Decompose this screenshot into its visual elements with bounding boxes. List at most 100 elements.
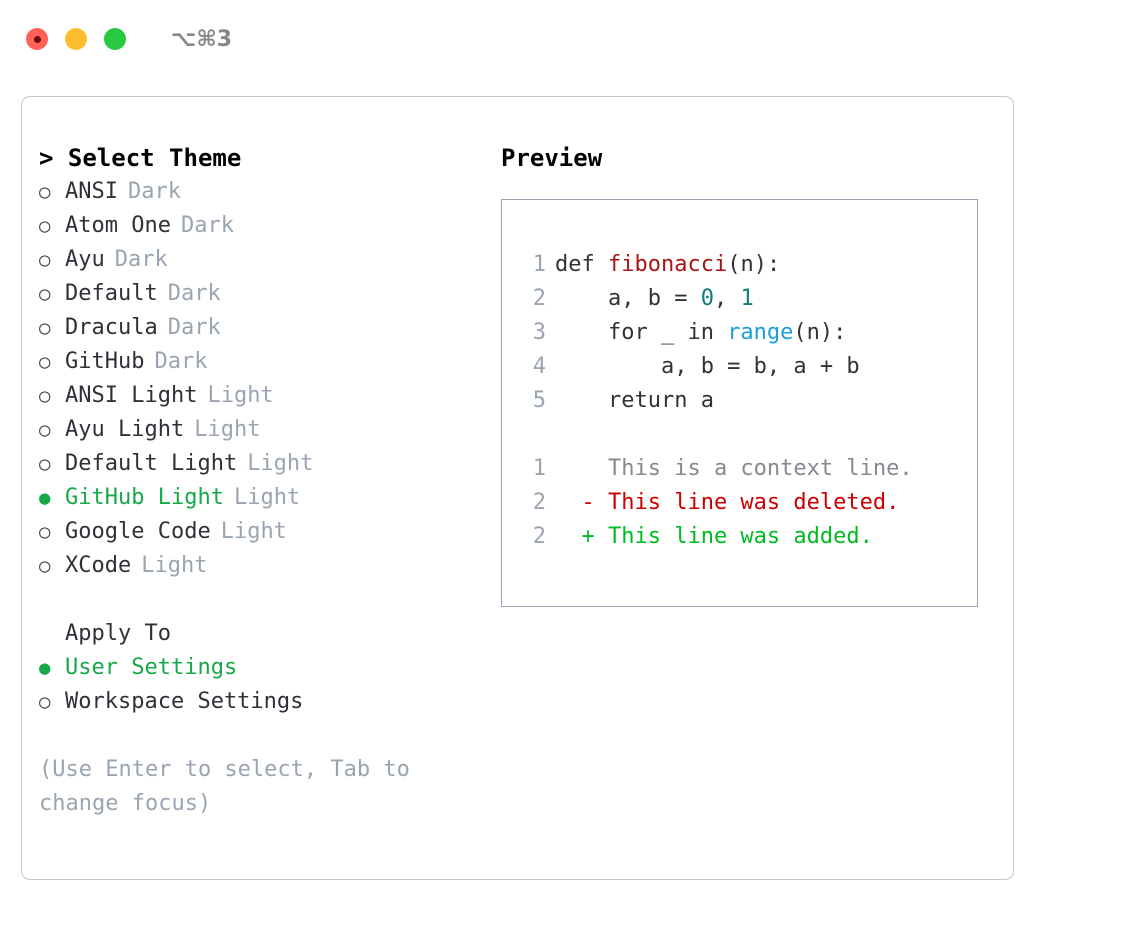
keyboard-shortcut-label: ⌥⌘3 [171,26,233,52]
minimize-button[interactable] [65,28,87,50]
theme-option-label: Atom One [65,213,171,238]
theme-option-ansi-light[interactable]: ○ ANSI Light Light [39,379,499,413]
radio-unselected-icon: ○ [39,419,51,441]
radio-unselected-icon: ○ [39,521,51,543]
title-bar: ⌥⌘3 [0,0,1140,78]
theme-option-tag: Light [141,553,208,578]
code-token: range [727,320,794,345]
code-line: 4 a, b = b, a + b [524,350,977,384]
line-number: 5 [532,388,546,413]
theme-option-label: Google Code [65,519,211,544]
radio-unselected-icon: ○ [39,555,51,577]
theme-option-ayu-light[interactable]: ○ Ayu Light Light [39,413,499,447]
theme-option-label: Default [65,281,158,306]
theme-option-default-light[interactable]: ○ Default Light Light [39,447,499,481]
code-token: (n): [793,320,847,345]
line-number: 3 [532,320,546,345]
radio-selected-icon: ● [39,487,51,509]
keyboard-hint: (Use Enter to select, Tab to change focu… [39,753,449,821]
radio-unselected-icon: ○ [39,453,51,475]
preview-heading: Preview [501,144,603,172]
diff-line-ctx: 1 This is a context line. [524,452,977,486]
theme-option-tag: Dark [167,281,221,306]
theme-option-label: Default Light [65,451,238,476]
line-number: 1 [532,252,546,277]
line-number: 2 [532,490,546,515]
theme-option-tag: Dark [180,213,234,238]
theme-option-label: Ayu Light [65,417,185,442]
radio-unselected-icon: ○ [39,351,51,373]
window-controls [26,28,126,50]
keyboard-hint-line-2: change focus) [39,791,212,816]
theme-option-tag: Dark [114,247,168,272]
theme-option-label: Ayu [65,247,105,272]
theme-option-tag: Light [220,519,287,544]
code-diff-spacer [524,418,977,452]
apply-to-heading: Apply To [65,621,171,646]
code-token: (n): [727,252,781,277]
theme-option-label: GitHub [65,349,145,374]
theme-option-tag: Light [247,451,314,476]
theme-option-dracula[interactable]: ○ Dracula Dark [39,311,499,345]
code-text: a, b = b, a + b [555,350,860,384]
theme-option-tag: Light [194,417,261,442]
radio-unselected-icon: ○ [39,385,51,407]
theme-option-google-code[interactable]: ○ Google Code Light [39,515,499,549]
close-button[interactable] [26,28,48,50]
radio-unselected-icon: ○ [39,181,51,203]
theme-option-label: XCode [65,553,132,578]
diff-text: - This line was deleted. [555,490,900,515]
theme-option-label: Dracula [65,315,158,340]
line-number: 2 [532,524,546,549]
apply-to-option-user-settings[interactable]: ● User Settings [39,651,499,685]
select-theme-heading: > Select Theme [39,144,242,172]
keyboard-hint-line-1: (Use Enter to select, Tab to [39,757,410,782]
diff-line-del: 2 - This line was deleted. [524,486,977,520]
apply-to-option-workspace-settings[interactable]: ○ Workspace Settings [39,685,499,719]
code-token: for _ in [555,320,728,345]
code-line: 3 for _ in range(n): [524,316,977,350]
code-token: 0 [700,286,714,311]
line-number: 1 [532,456,546,481]
theme-option-tag: Dark [167,315,221,340]
theme-option-tag: Dark [127,179,181,204]
code-text: def fibonacci(n): [555,248,780,282]
code-text: a, b = 0, 1 [555,282,754,316]
code-token: a, b = [555,286,701,311]
code-token: a, b = b, a + b [555,354,860,379]
radio-unselected-icon: ○ [39,691,51,713]
line-number: 4 [532,354,546,379]
radio-selected-icon: ● [39,657,51,679]
diff-text: + This line was added. [555,524,873,549]
apply-to-option-label: User Settings [65,655,238,680]
code-line: 2 a, b = 0, 1 [524,282,977,316]
code-token: return a [555,388,714,413]
radio-unselected-icon: ○ [39,317,51,339]
diff-line-add: 2 + This line was added. [524,520,977,554]
code-line: 1 def fibonacci(n): [524,248,977,282]
zoom-button[interactable] [104,28,126,50]
apply-to-option-label: Workspace Settings [65,689,304,714]
theme-option-label: GitHub Light [65,485,224,510]
code-token: , [713,286,741,311]
theme-option-tag: Light [207,383,274,408]
theme-option-ansi[interactable]: ○ ANSI Dark [39,175,499,209]
close-icon [33,35,41,43]
theme-option-xcode[interactable]: ○ XCode Light [39,549,499,583]
theme-option-label: ANSI [65,179,118,204]
theme-option-label: ANSI Light [65,383,198,408]
code-token: fibonacci [607,252,728,277]
code-line: 5 return a [524,384,977,418]
